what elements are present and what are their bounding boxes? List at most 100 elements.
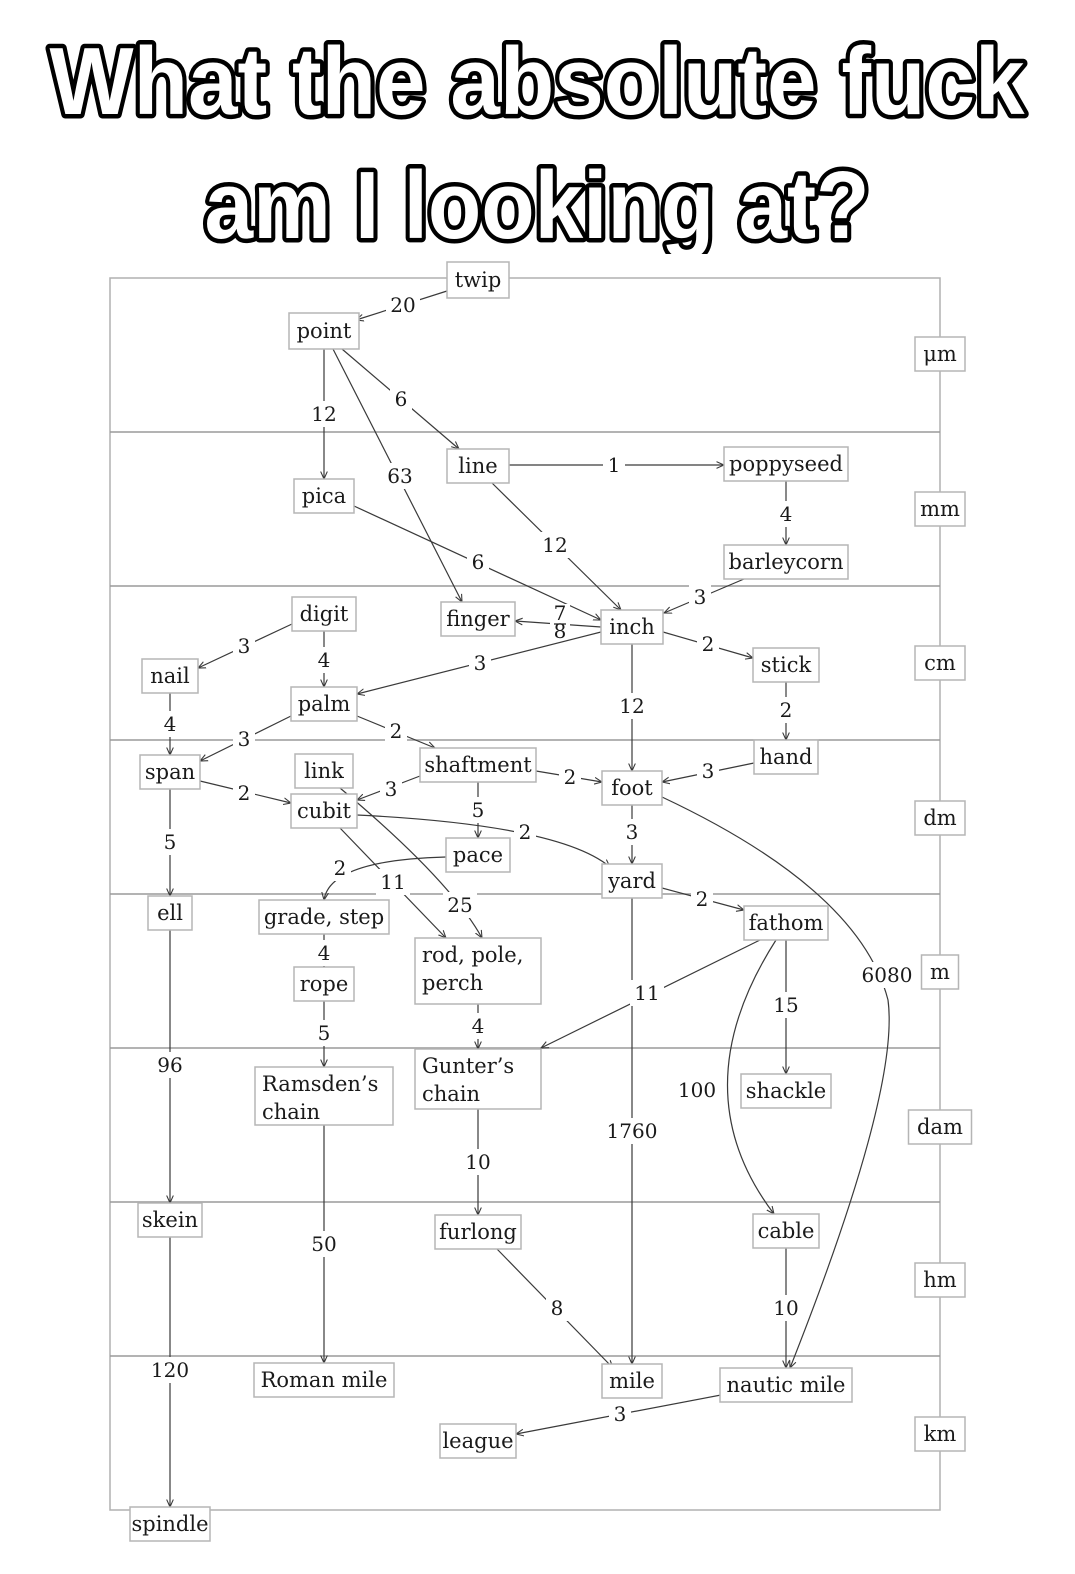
node-box xyxy=(752,1213,820,1249)
node-box xyxy=(446,448,510,484)
edge-cubit-rod: 11 xyxy=(339,827,446,938)
edge-inch-finger: 78 xyxy=(515,601,602,644)
magnitude-label: cm xyxy=(914,645,966,681)
edge-nail-span: 4 xyxy=(159,693,181,755)
edge-label-bg xyxy=(233,780,255,806)
node-box xyxy=(137,1202,203,1238)
edge-label: 5 xyxy=(318,1021,331,1045)
node-point: point xyxy=(288,312,360,350)
node-label: finger xyxy=(446,607,510,631)
edge-label: 50 xyxy=(311,1232,336,1256)
magnitude-box xyxy=(914,645,966,681)
node-furlong: furlong xyxy=(434,1214,522,1250)
node-digit: digit xyxy=(291,596,357,632)
edge-link-rod: 25 xyxy=(339,787,482,938)
node-label: fathom xyxy=(749,911,824,935)
node-label: chain xyxy=(262,1100,320,1124)
edge-label-bg xyxy=(467,1013,489,1039)
magnitude-text: dam xyxy=(917,1115,963,1139)
node-label: spindle xyxy=(131,1512,208,1536)
edge-point-pica: 12 xyxy=(307,349,341,479)
edge-label: 10 xyxy=(773,1296,798,1320)
meme-caption: What the absolute fuck am I looking at? xyxy=(45,24,1030,255)
magnitude-label: dam xyxy=(907,1109,973,1145)
node-box xyxy=(290,793,358,829)
node-label: line xyxy=(458,454,497,478)
node-label: poppyseed xyxy=(729,452,843,476)
node-box xyxy=(254,1066,394,1126)
edge-label: 2 xyxy=(564,765,577,789)
node-label: point xyxy=(297,319,352,343)
edge-label-bg xyxy=(467,549,489,575)
edge-label-bg xyxy=(313,647,335,673)
node-box xyxy=(723,446,849,482)
magnitude-text: hm xyxy=(923,1268,957,1292)
edge-label: 20 xyxy=(390,293,415,317)
edge-label: 11 xyxy=(634,981,659,1005)
edge-label-bg xyxy=(603,452,625,478)
magnitude-label: μm xyxy=(914,336,966,372)
node-cable: cable xyxy=(752,1213,820,1249)
edge-label: 3 xyxy=(385,777,398,801)
node-stick: stick xyxy=(752,647,820,683)
node-label: nail xyxy=(150,664,190,688)
edge-cubit-yard: 2 xyxy=(356,814,610,867)
node-pace: pace xyxy=(445,837,511,873)
meme-caption-line-1: What the absolute fuck xyxy=(50,28,1026,135)
magnitude-bands xyxy=(109,277,941,1511)
edge-label-bg xyxy=(858,962,916,988)
node-nauticmile: nautic mile xyxy=(719,1367,853,1403)
edge-label: 1760 xyxy=(607,1119,658,1143)
node-fathom: fathom xyxy=(743,905,829,941)
node-box xyxy=(288,312,360,350)
edge-label-bg xyxy=(376,869,410,895)
edge-line xyxy=(324,856,447,900)
magnitude-box xyxy=(914,336,966,372)
node-box xyxy=(719,1367,853,1403)
node-box xyxy=(139,754,201,790)
edge-label-bg xyxy=(385,718,407,744)
edge-shaftment-pace: 5 xyxy=(467,782,489,838)
edge-label: 2 xyxy=(519,820,532,844)
edge-label: 4 xyxy=(318,648,331,672)
node-shaftment: shaftment xyxy=(419,747,537,783)
edge-cable-nauticmile: 10 xyxy=(769,1248,803,1368)
edge-label-bg xyxy=(514,819,536,845)
edge-line xyxy=(726,939,777,1214)
node-label: shackle xyxy=(746,1079,826,1103)
node-label: yard xyxy=(607,869,656,893)
node-label: league xyxy=(442,1429,513,1453)
edge-point-line: 6 xyxy=(341,348,459,449)
edge-fathom-gunter: 11 xyxy=(541,939,761,1048)
node-yard: yard xyxy=(601,863,663,899)
node-label: palm xyxy=(298,692,351,716)
edge-foot-yard: 3 xyxy=(621,805,643,864)
node-twip: twip xyxy=(446,261,510,299)
edge-label: 4 xyxy=(318,941,331,965)
edge-label-bg xyxy=(159,711,181,737)
edge-label: 96 xyxy=(157,1053,182,1077)
edge-label: 3 xyxy=(238,634,251,658)
edge-label-bg xyxy=(469,650,491,676)
magnitude-text: m xyxy=(930,960,950,984)
node-box xyxy=(600,609,664,645)
magnitude-text: dm xyxy=(923,806,956,830)
edge-label: 3 xyxy=(626,820,639,844)
node-label: chain xyxy=(422,1082,480,1106)
edge-digit-palm: 4 xyxy=(313,631,335,687)
node-box xyxy=(147,895,193,931)
magnitude-label: m xyxy=(920,954,960,990)
node-box xyxy=(753,739,819,775)
edge-label-bg xyxy=(769,1295,803,1321)
edge-label: 3 xyxy=(702,759,715,783)
edge-label: 3 xyxy=(614,1402,627,1426)
edge-label: 4 xyxy=(780,502,793,526)
node-poppyseed: poppyseed xyxy=(723,446,849,482)
node-box xyxy=(445,837,511,873)
edge-label: 5 xyxy=(164,830,177,854)
edge-label-bg xyxy=(546,1295,568,1321)
meme-caption-line-2: am I looking at? xyxy=(205,152,870,254)
node-mile: mile xyxy=(601,1363,663,1399)
